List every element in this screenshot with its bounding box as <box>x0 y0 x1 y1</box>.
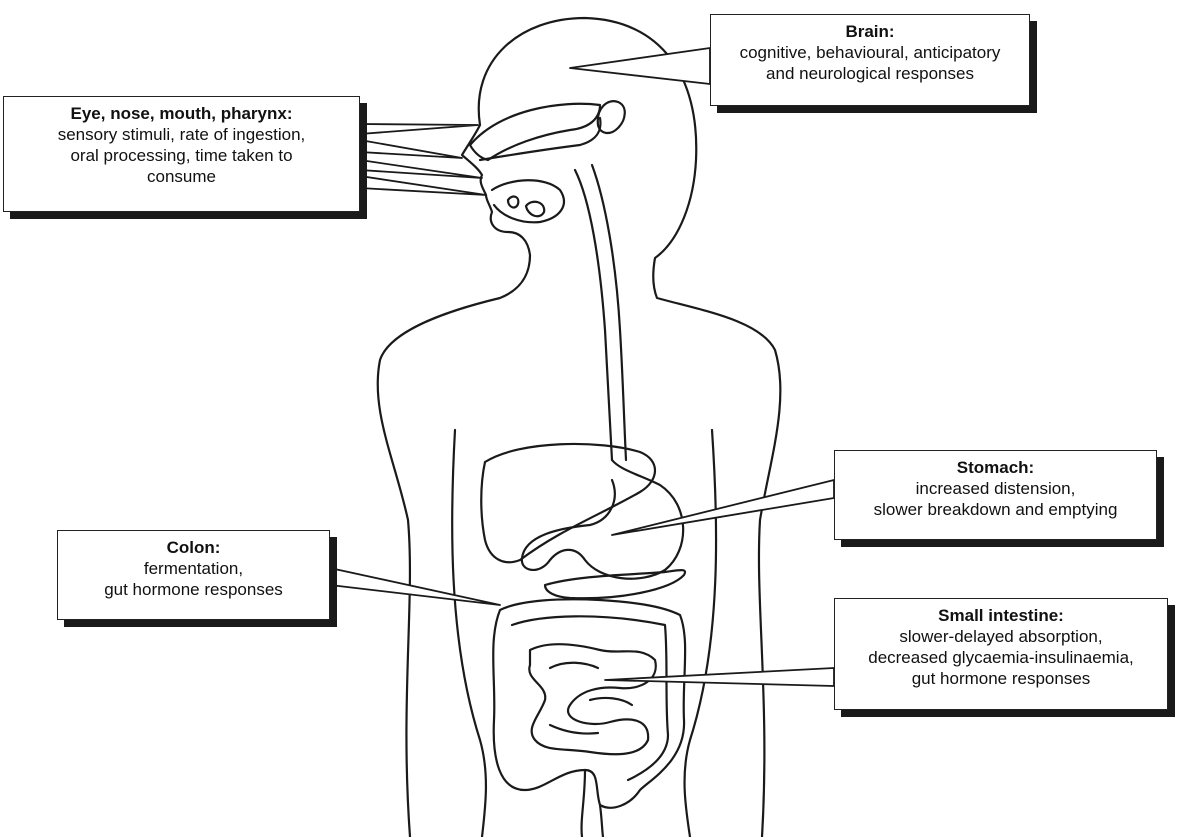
colon-organ <box>493 599 685 807</box>
stomach-callout-title: Stomach: <box>843 457 1148 478</box>
eye-pointer-3 <box>360 160 482 178</box>
colon-inner <box>512 616 668 780</box>
colon-callout-line: gut hormone responses <box>66 579 321 600</box>
small-intestine-callout-line: decreased glycaemia-insulinaemia, <box>843 647 1159 668</box>
small-intestine-pointer <box>605 668 834 686</box>
stomach-callout-line: increased distension, <box>843 478 1148 499</box>
stomach-callout-line: slower breakdown and emptying <box>843 499 1148 520</box>
small-intestine-callout-line: gut hormone responses <box>843 668 1159 689</box>
intestine-coil-a <box>550 663 598 668</box>
brain-pointer <box>570 48 710 84</box>
colon-pointer <box>330 568 500 605</box>
eye-callout-title: Eye, nose, mouth, pharynx: <box>12 103 351 124</box>
intestine-coil-c <box>550 725 598 734</box>
colon-callout-line: fermentation, <box>66 558 321 579</box>
small-intestine-callout: Small intestine: slower-delayed absorpti… <box>834 598 1168 710</box>
eye-pointer-4 <box>360 176 486 195</box>
colon-callout-title: Colon: <box>66 537 321 558</box>
liver <box>481 444 655 562</box>
brain-callout: Brain: cognitive, behavioural, anticipat… <box>710 14 1030 106</box>
pituitary <box>598 101 625 133</box>
eye-callout-line: oral processing, time taken to <box>12 145 351 166</box>
stomach-organ <box>522 460 683 579</box>
brain-callout-title: Brain: <box>719 21 1021 42</box>
eye-pointer-1 <box>360 124 478 134</box>
right-arm-contour <box>685 430 717 837</box>
eye-nose-mouth-pharynx-callout: Eye, nose, mouth, pharynx: sensory stimu… <box>3 96 360 212</box>
small-intestine-callout-line: slower-delayed absorption, <box>843 626 1159 647</box>
eye-pointer-2 <box>360 140 462 158</box>
brain-callout-line: cognitive, behavioural, anticipatory <box>719 42 1021 63</box>
tongue <box>492 180 564 222</box>
tonsil-b <box>526 202 544 217</box>
esophagus <box>575 165 626 460</box>
pancreas <box>545 570 685 598</box>
stomach-callout: Stomach: increased distension, slower br… <box>834 450 1157 540</box>
body-outline <box>378 18 781 837</box>
intestine-coil-b <box>590 698 632 705</box>
colon-callout: Colon: fermentation, gut hormone respons… <box>57 530 330 620</box>
eye-callout-line: consume <box>12 166 351 187</box>
small-intestine-callout-title: Small intestine: <box>843 605 1159 626</box>
eye-callout-line: sensory stimuli, rate of ingestion, <box>12 124 351 145</box>
tonsil-a <box>508 197 518 208</box>
brain-callout-line: and neurological responses <box>719 63 1021 84</box>
